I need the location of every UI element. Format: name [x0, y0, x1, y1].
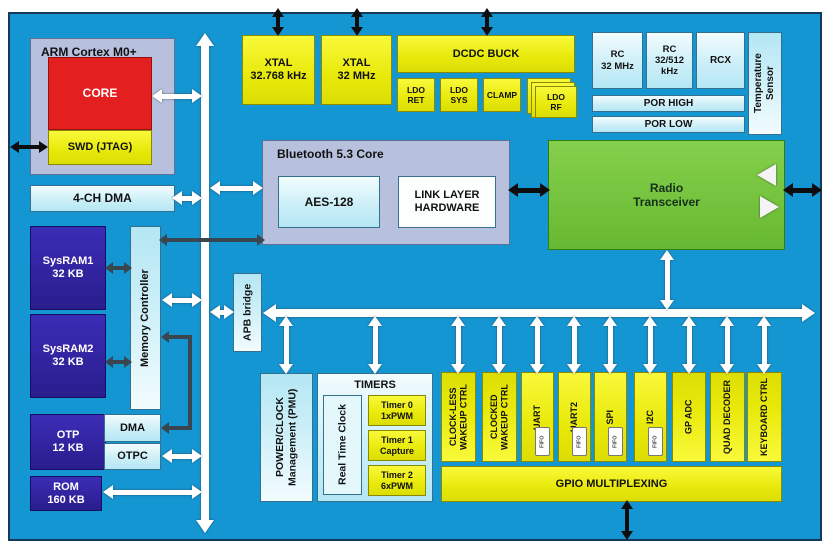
- rom-block: ROM 160 KB: [30, 476, 102, 511]
- arrow-xtal32m-external: [351, 8, 363, 36]
- arm-cortex-title: ARM Cortex M0+: [41, 45, 137, 59]
- peripheral-quad-decoder: QUAD DECODER: [710, 372, 745, 462]
- peripheral-keyboard-ctrl: KEYBOARD CTRL: [747, 372, 782, 462]
- ldo-ret-block: LDO RET: [397, 78, 435, 112]
- arrow-memctrl-bluetooth: [159, 234, 265, 246]
- link-layer-block: LINK LAYER HARDWARE: [398, 176, 496, 228]
- arrow-bus-clockless-wakeup: [451, 316, 465, 374]
- timers-title: TIMERS: [354, 379, 396, 391]
- arrow-bus-pmu: [279, 316, 293, 374]
- peripheral-uart: UART FIFO: [521, 372, 554, 462]
- aes-128-block: AES-128: [278, 176, 380, 228]
- arrow-xtal32k-external: [272, 8, 284, 36]
- elbow-segment: [168, 335, 192, 339]
- spi-label: SPI: [605, 409, 616, 425]
- arrow-radio-antenna: [783, 183, 822, 197]
- peripheral-i2c: I2C FIFO: [634, 372, 667, 462]
- dma-4ch-block: 4-CH DMA: [30, 185, 175, 212]
- por-low-block: POR LOW: [592, 116, 745, 133]
- timer0-block: Timer 0 1xPWM: [368, 395, 426, 426]
- bluetooth-core-title: Bluetooth 5.3 Core: [277, 147, 384, 161]
- elbow-segment: [188, 335, 192, 428]
- arrow-rom-bus: [103, 485, 202, 499]
- arrow-bus-gp-adc: [682, 316, 696, 374]
- arrow-bus-apb-bridge: [210, 305, 234, 319]
- arrow-gpio-external: [621, 500, 633, 540]
- i2c-label: I2C: [645, 409, 656, 424]
- dma-block: DMA: [104, 414, 161, 442]
- tx-triangle-icon: [760, 196, 779, 218]
- timer2-block: Timer 2 6xPWM: [368, 465, 426, 496]
- arrow-bus-i2c: [643, 316, 657, 374]
- apb-bridge-block: APB bridge: [233, 273, 262, 352]
- arrow-bluetooth-radio: [508, 183, 550, 197]
- arrow-memctrl-bus: [162, 293, 202, 307]
- main-bus-arrow: [196, 33, 214, 533]
- elbow-segment: [168, 426, 192, 430]
- peripheral-spi: SPI FIFO: [594, 372, 627, 462]
- rcx-block: RCX: [696, 32, 745, 89]
- sysram1-block: SysRAM1 32 KB: [30, 226, 106, 310]
- arrow-swd-external: [10, 141, 48, 153]
- memory-controller-block: Memory Controller: [130, 226, 161, 410]
- gpio-multiplexing-block: GPIO MULTIPLEXING: [441, 466, 782, 502]
- peripheral-gp-adc: GP ADC: [672, 372, 706, 462]
- rtc-block: Real Time Clock: [323, 395, 362, 495]
- swd-jtag-block: SWD (JTAG): [48, 130, 152, 165]
- otp-block: OTP 12 KB: [30, 414, 106, 470]
- arrow-elbow-memctrl-head: [161, 331, 169, 343]
- sysram2-block: SysRAM2 32 KB: [30, 314, 106, 398]
- i2c-fifo-block: FIFO: [648, 427, 663, 456]
- arrow-bus-spi: [603, 316, 617, 374]
- uart-label: UART: [532, 404, 543, 430]
- xtal-32k-block: XTAL 32.768 kHz: [242, 35, 315, 105]
- rc-32m-block: RC 32 MHz: [592, 32, 643, 89]
- por-high-block: POR HIGH: [592, 95, 745, 112]
- uart2-fifo-block: FIFO: [572, 427, 587, 456]
- apb-bus-arrow: [263, 304, 815, 322]
- pmu-block: POWER/CLOCK Management (PMU): [260, 373, 313, 502]
- dcdc-buck-block: DCDC BUCK: [397, 35, 575, 73]
- arrow-otpc-bus: [162, 449, 202, 463]
- arrow-bus-bluetooth: [210, 181, 263, 195]
- peripheral-clockless-wakeup: CLOCK-LESS WAKEUP CTRL: [441, 372, 476, 462]
- arrow-bus-keyboard-ctrl: [757, 316, 771, 374]
- arrow-dma4ch-bus: [172, 191, 202, 205]
- temperature-sensor-block: Temperature Sensor: [748, 32, 782, 135]
- ldo-sys-block: LDO SYS: [440, 78, 478, 112]
- arrow-radio-bus: [660, 250, 674, 310]
- otpc-block: OTPC: [104, 443, 161, 470]
- uart-fifo-block: FIFO: [535, 427, 550, 456]
- timer1-block: Timer 1 Capture: [368, 430, 426, 461]
- clamp-block: CLAMP: [483, 78, 521, 112]
- arrow-bus-uart: [530, 316, 544, 374]
- peripheral-clocked-wakeup: CLOCKED WAKEUP CTRL: [482, 372, 517, 462]
- radio-transceiver-block: Radio Transceiver: [548, 140, 785, 250]
- arrow-sysram2-memctrl: [105, 356, 132, 368]
- rx-triangle-icon: [757, 164, 776, 186]
- ldo-rf-block: LDO RF: [535, 86, 577, 118]
- arrow-dcdc-external: [481, 8, 493, 36]
- arrow-bus-clocked-wakeup: [492, 316, 506, 374]
- arrow-bus-timers: [368, 316, 382, 374]
- arrow-bus-uart2: [567, 316, 581, 374]
- arrow-bus-quad-decoder: [720, 316, 734, 374]
- rc-32-512-block: RC 32/512 kHz: [646, 32, 693, 89]
- spi-fifo-block: FIFO: [608, 427, 623, 456]
- xtal-32m-block: XTAL 32 MHz: [321, 35, 392, 105]
- arrow-sysram1-memctrl: [105, 262, 132, 274]
- peripheral-uart2: UART2 FIFO: [558, 372, 591, 462]
- core-block: CORE: [48, 57, 152, 130]
- arrow-elbow-dma-head: [161, 422, 169, 434]
- arrow-core-bus: [152, 89, 202, 103]
